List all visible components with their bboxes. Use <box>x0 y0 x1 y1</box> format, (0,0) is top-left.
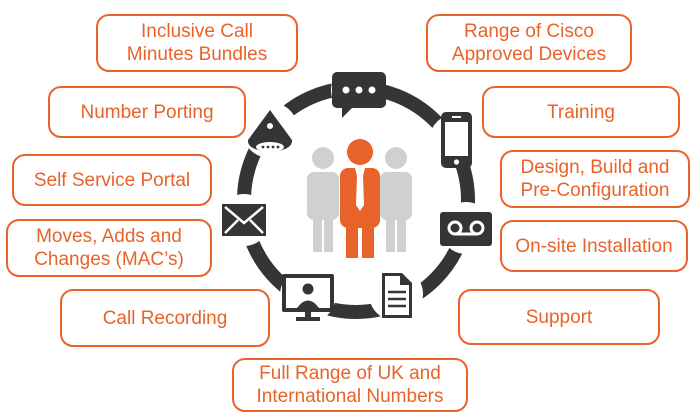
document-icon <box>369 267 423 321</box>
service-pill-design-build-preconfiguration: Design, Build and Pre-Configuration <box>500 150 690 208</box>
voicemail-icon <box>440 202 492 254</box>
business-team-icon <box>307 139 412 258</box>
service-label: Range of Cisco Approved Devices <box>451 21 607 65</box>
chat-bubble-icon <box>331 63 386 118</box>
service-pill-number-porting: Number Porting <box>48 86 246 138</box>
service-label: Training <box>547 101 615 123</box>
service-pill-self-service-portal: Self Service Portal <box>12 154 212 206</box>
service-label: Self Service Portal <box>33 169 191 191</box>
service-label: Moves, Adds and Changes (MAC’s) <box>34 226 184 270</box>
service-label: Inclusive Call Minutes Bundles <box>126 21 268 65</box>
service-pill-support: Support <box>458 289 660 345</box>
service-pill-inclusive-call-minutes-bundles: Inclusive Call Minutes Bundles <box>96 14 298 72</box>
service-label: Call Recording <box>102 307 228 329</box>
service-label: Number Porting <box>80 101 214 123</box>
service-pill-range-of-cisco-approved-devices: Range of Cisco Approved Devices <box>426 14 632 72</box>
service-label: On-site Installation <box>515 235 673 257</box>
service-label: Support <box>525 306 593 328</box>
service-pill-on-site-installation: On-site Installation <box>500 220 688 272</box>
service-label: Full Range of UK and International Numbe… <box>256 363 444 407</box>
video-call-icon <box>280 267 336 323</box>
service-pill-full-range-of-numbers: Full Range of UK and International Numbe… <box>232 358 468 412</box>
envelope-icon <box>218 194 270 246</box>
conference-phone-icon <box>242 102 298 158</box>
service-pill-call-recording: Call Recording <box>60 289 270 347</box>
service-pill-moves-adds-changes: Moves, Adds and Changes (MAC’s) <box>6 219 212 277</box>
service-label: Design, Build and Pre-Configuration <box>520 157 670 201</box>
service-pill-training: Training <box>482 86 680 138</box>
smartphone-icon <box>429 112 483 168</box>
